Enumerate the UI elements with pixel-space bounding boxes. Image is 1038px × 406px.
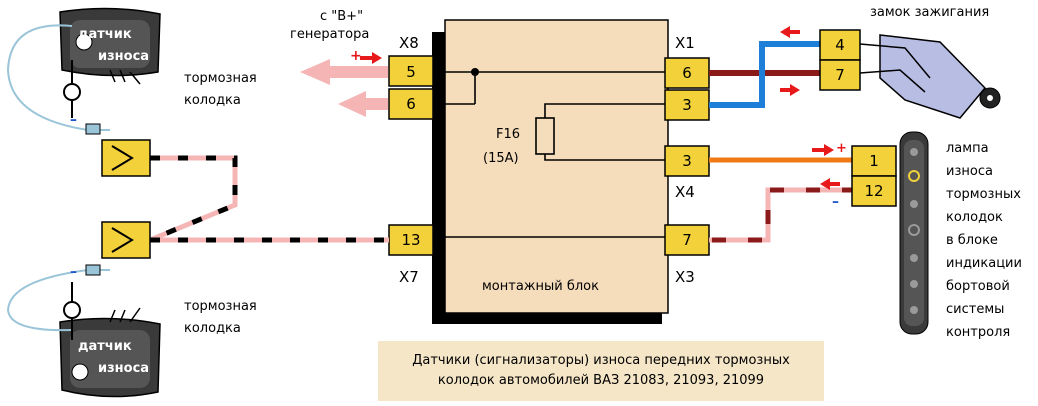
ignition-switch-icon: [859, 34, 1001, 119]
panel-indicator-icon: [910, 280, 918, 288]
pin-lamp-12-label: 12: [864, 182, 883, 200]
lamp-label-4: колодок: [946, 210, 1003, 225]
connector-x4: X4: [675, 183, 695, 201]
pin-x8-6: [388, 88, 434, 120]
lamp-label-7: бортовой: [946, 279, 1010, 294]
caption-line-2: колодок автомобилей ВАЗ 21083, 21093, 21…: [437, 373, 765, 388]
pin-x1-3-label: 3: [682, 96, 692, 114]
pin-x8-5-label: 5: [406, 63, 416, 81]
connector-x3: X3: [675, 268, 695, 286]
pin-x7-13: [388, 224, 434, 256]
source-label-2: генератора: [290, 27, 369, 42]
ignition-label: замок зажигания: [870, 5, 989, 20]
panel-indicator-icon: [910, 148, 918, 156]
arrow-out-1: [300, 59, 388, 85]
caption: Датчики (сигнализаторы) износа передних …: [378, 341, 824, 401]
lamp-label-3: тормозных: [946, 187, 1021, 202]
minus-sign-lamp: –: [832, 194, 839, 210]
plus-sign-source: +: [350, 48, 362, 64]
minus-sign-lower: –: [70, 264, 77, 280]
panel-indicator-icon: [910, 306, 918, 314]
arrow-lamp-in: [812, 144, 834, 156]
pin-ignition-7: [819, 59, 861, 91]
pin-lamp-12: [851, 175, 897, 207]
lamp-label-5: в блоке: [946, 233, 998, 248]
lower-pad-label-2: колодка: [184, 321, 241, 336]
caption-line-1: Датчики (сигнализаторы) износа передних …: [412, 353, 790, 368]
block-label: монтажный блок: [482, 279, 599, 294]
wire-pink-lamp-stripes: [712, 187, 852, 243]
lamp-label-1: лампа: [946, 141, 989, 156]
arrow-source: [360, 52, 382, 64]
pin-x1-3: [664, 89, 710, 121]
pin-lamp-1-label: 1: [869, 152, 879, 170]
pin-x4-3-label: 3: [682, 152, 692, 170]
pin-lamp-1: [851, 145, 897, 177]
sensor-connector-lower: [101, 221, 151, 259]
left-wiring: [149, 155, 389, 243]
pin-x7-13-label: 13: [401, 231, 420, 249]
lamp-label-9: контроля: [946, 325, 1010, 340]
plus-sign-lamp: +: [836, 141, 847, 156]
sensor-lower-label-2: износа: [98, 361, 149, 376]
minus-sign-upper: –: [70, 112, 77, 128]
panel-indicator-icon: [908, 224, 920, 236]
connector-x8: X8: [399, 34, 419, 52]
fuse-rating: (15А): [483, 151, 519, 166]
pin-x8-6-label: 6: [406, 95, 416, 113]
lower-pad-label-1: тормозная: [184, 299, 257, 314]
pin-ignition-4: [819, 29, 861, 61]
fuse-f16: [535, 117, 555, 155]
pin-ignition-4-label: 4: [835, 36, 845, 54]
source-label-1: с "В+": [320, 9, 363, 24]
brake-wear-lamp-icon: [908, 170, 920, 182]
connector-x1: X1: [675, 34, 695, 52]
wire-blue-ignition: [709, 41, 820, 108]
sensor-lower-label-1: датчик: [78, 339, 132, 354]
connector-x7: X7: [399, 268, 419, 286]
sensor-connector-upper: [101, 139, 151, 177]
arrow-out-2: [338, 91, 388, 117]
indicator-panel: [899, 131, 929, 335]
arrow-ignition-in: [780, 26, 800, 38]
lamp-label-8: системы: [946, 302, 1004, 317]
pin-x8-5: [388, 55, 434, 87]
pin-ignition-7-label: 7: [835, 66, 845, 84]
arrow-ignition-out: [780, 84, 800, 96]
upper-pad-label-1: тормозная: [184, 71, 257, 86]
panel-indicator-icon: [910, 200, 918, 208]
brake-pad-lower: [6, 264, 161, 398]
pin-x1-6-label: 6: [682, 64, 692, 82]
brake-pad-upper: [6, 7, 161, 135]
sensor-upper-label-1: датчик: [78, 27, 132, 42]
fuse-label: F16: [496, 127, 520, 142]
panel-indicator-icon: [910, 254, 918, 262]
upper-pad-label-2: колодка: [184, 93, 241, 108]
junction-dot: [471, 68, 479, 76]
wire-pink-lamp: [709, 187, 852, 243]
arrow-lamp-out: [820, 178, 840, 190]
block-internal-wiring: [432, 71, 665, 238]
pin-x3-7-label: 7: [682, 231, 692, 249]
lamp-label-2: износа: [946, 164, 993, 179]
mounting-block: [444, 19, 669, 314]
sensor-upper-label-2: износа: [98, 49, 149, 64]
lamp-label-6: индикации: [946, 256, 1022, 271]
